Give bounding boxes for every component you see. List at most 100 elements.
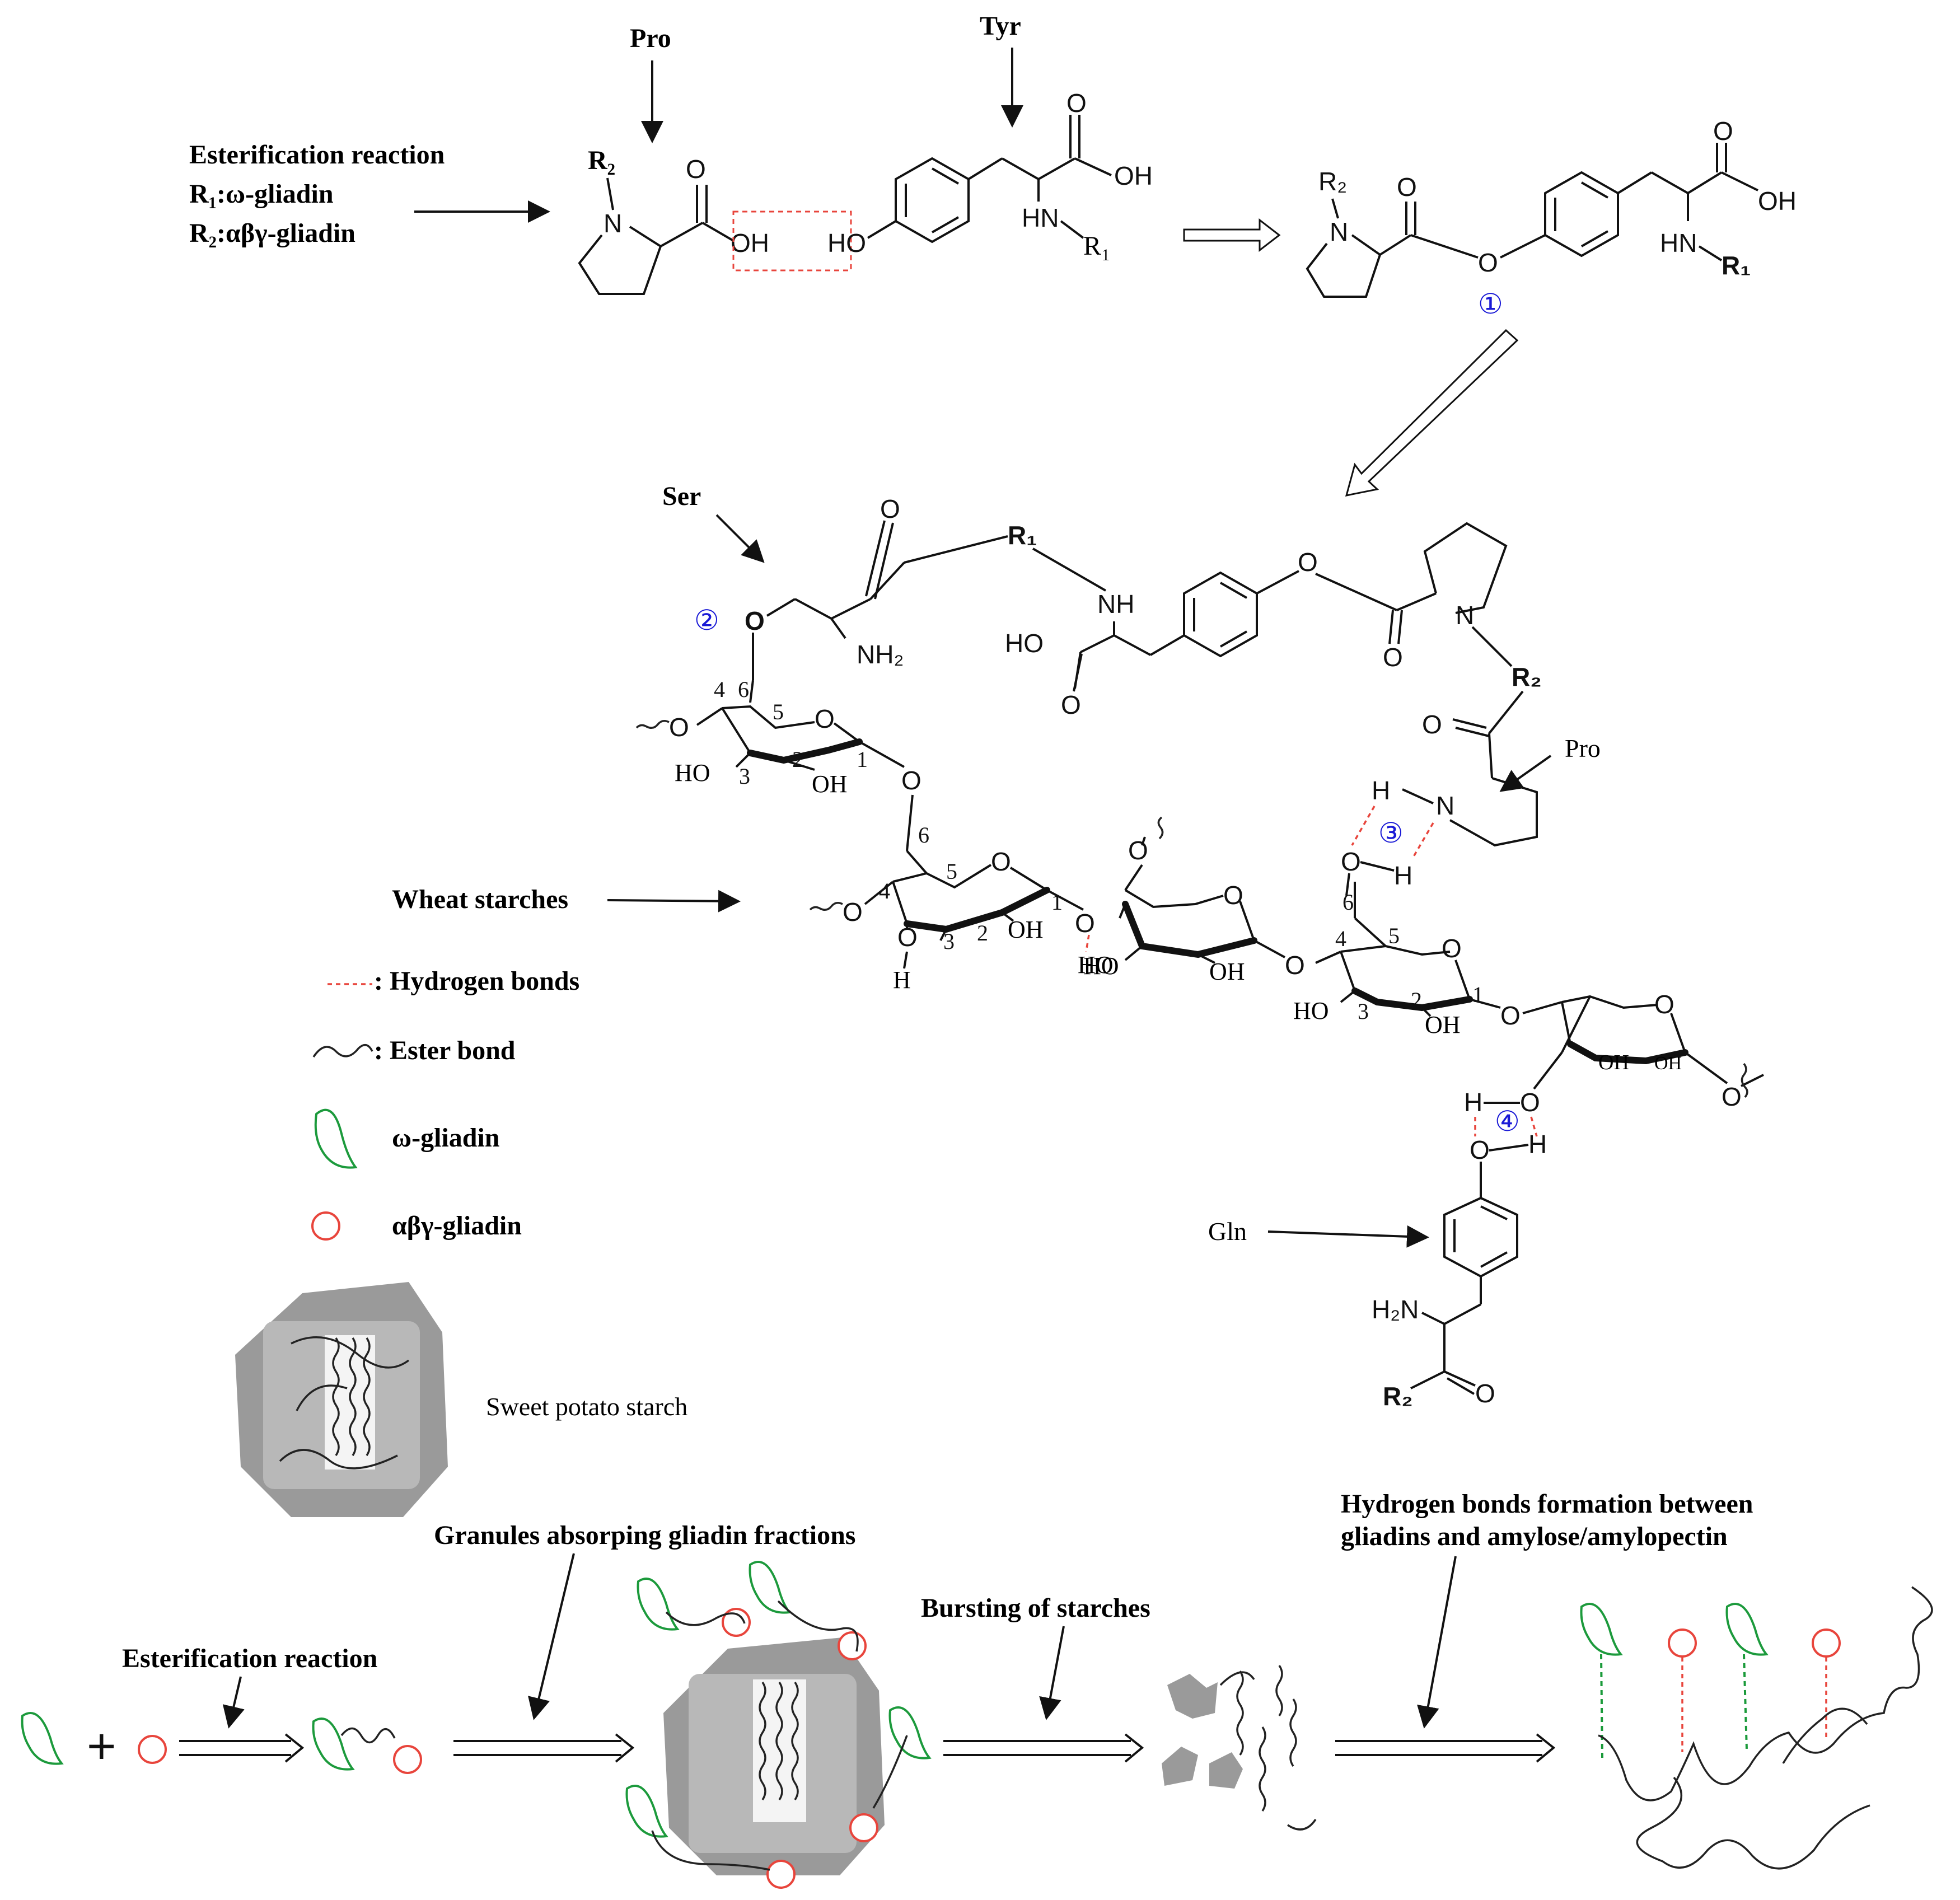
pro-carbonyl-o: O (686, 155, 706, 184)
site-marker-4: ④ (1495, 1105, 1520, 1138)
burst-fragment-2 (1162, 1747, 1198, 1786)
network-r2: R₂ (1512, 662, 1542, 691)
h4-o-bottom: O (1470, 1135, 1490, 1164)
legend-ester-bond: : Ester bond (374, 1036, 516, 1065)
legend-wheat-starches: Wheat starches (392, 885, 568, 914)
ring-a-6: 6 (738, 677, 749, 702)
process-abg-1 (138, 1735, 167, 1764)
network-pro-o: O (1383, 643, 1403, 672)
legend-abg-gliadin: αβγ-gliadin (392, 1211, 522, 1241)
glucose-unit-d: 6 O 4 5 1 2 3 HO OH O (1293, 882, 1521, 1038)
process-double-arrow-4 (1335, 1740, 1542, 1756)
ring-b-oh: OH (1008, 916, 1044, 943)
ring-a-5: 5 (773, 699, 784, 724)
process-step-hbonds: Hydrogen bonds formation between gliadin… (1335, 1489, 1933, 1870)
prod-r2: R₂ (1318, 167, 1347, 196)
pro-top-label: Pro (630, 24, 671, 53)
ser-nh2: NH₂ (857, 640, 904, 669)
condensation-box (732, 210, 852, 272)
ring-b-6: 6 (918, 822, 929, 848)
legend-hydrogen-bonds: : Hydrogen bonds (374, 966, 579, 996)
process-step-granules: Granules absorping gliadin fractions (434, 1520, 932, 1889)
ring-e-oh-2: OH (1654, 1053, 1682, 1074)
h3-o: O (1341, 847, 1361, 876)
ring-a-3: 3 (739, 764, 750, 789)
granule-abg-1 (722, 1608, 751, 1637)
glucose-unit-a: 6 4 5 O 1 2 3 O HO OH O (635, 677, 921, 851)
network-r1: R₁ (1008, 521, 1037, 550)
ring-c-oh: OH (1209, 958, 1245, 985)
glucose-unit-e: O OH OH O (1522, 990, 1764, 1111)
network-nh: NH (1097, 589, 1134, 619)
pro-r2-atom: R₂ (588, 146, 615, 175)
ser-o: O (745, 606, 765, 635)
ring-d-3: 3 (1358, 999, 1369, 1024)
ring-d-5: 5 (1388, 923, 1400, 948)
ring-b-o: O (991, 847, 1011, 876)
h4-o-top: O (1520, 1088, 1540, 1117)
product-arrow (1183, 218, 1281, 252)
tyr-hn: HN (1022, 203, 1059, 232)
gln-o: O (1475, 1379, 1495, 1408)
process-step-esterification: Esterification reaction + (21, 1644, 422, 1775)
granule-omega-4 (625, 1785, 668, 1838)
h3-h: H (1394, 861, 1412, 890)
prod-n: N (1330, 217, 1348, 246)
glutamine-residue: Gln H₂N R₂ O (1208, 1196, 1518, 1411)
ring-b-4: 4 (879, 878, 890, 904)
process-ester-arrow (222, 1676, 245, 1729)
r2-definition: R₂:αβγ-gliadin (189, 218, 355, 248)
gln-r2: R₂ (1383, 1382, 1413, 1411)
ring-a-1: 1 (857, 747, 868, 772)
process-granules-arrow (528, 1553, 575, 1720)
pro-n-atom: N (604, 209, 622, 238)
ring-b-o3: O (897, 923, 918, 952)
glucose-unit-b: 6 5 O 4 1 2 3 O O H OH O HO (809, 822, 1114, 994)
network-acid-o: O (1061, 690, 1081, 719)
pro-right-arrow (1499, 755, 1552, 792)
ring-d-2: 2 (1411, 988, 1422, 1013)
ring-a-oh: OH (812, 770, 848, 798)
ring-b-o4: O (843, 897, 863, 926)
prod-carbonyl-o: O (1397, 172, 1417, 202)
process-omega-2 (312, 1718, 355, 1771)
ser-arrow (715, 514, 765, 563)
process-plus: + (87, 1719, 116, 1775)
hbond-site-3: ③ O H (1341, 806, 1434, 896)
prod-hn: HN (1660, 228, 1697, 258)
ring-d-oh: OH (1425, 1011, 1461, 1038)
sweet-potato-label: Sweet potato starch (486, 1392, 687, 1421)
tyr-carbonyl-o: O (1066, 88, 1087, 118)
ring-a-link-o: O (901, 766, 921, 795)
burst-fragment-1 (1167, 1674, 1218, 1719)
serine-linkage: Ser ② O O R₁ NH₂ (662, 481, 1037, 680)
ser-carbonyl-o: O (880, 494, 900, 523)
pro-oh: OH (731, 228, 769, 258)
ring-e-oh-1: OH (1598, 1051, 1629, 1074)
ring-a-2: 2 (792, 747, 803, 772)
granule-omega-3 (888, 1706, 932, 1759)
wheat-arrow (607, 890, 741, 912)
burst-fragment-3 (1209, 1752, 1243, 1789)
hbond-site-4: H O ④ O H (1464, 1088, 1547, 1198)
ring-b-3: 3 (943, 929, 955, 954)
final-abg-2 (1812, 1628, 1841, 1658)
pro-right-label: Pro (1565, 734, 1601, 762)
process-double-arrow-3 (943, 1740, 1131, 1756)
prod-acid-o: O (1713, 116, 1733, 146)
ring-c-link-o: O (1285, 951, 1305, 980)
tyr-r1: R₁ (1083, 231, 1111, 261)
network-pro-n: N (1456, 601, 1474, 630)
granule-omega-1 (637, 1578, 680, 1631)
tyr-cooh: OH (1114, 161, 1153, 190)
ring-a-o4: O (669, 713, 689, 742)
site-marker-2: ② (694, 604, 719, 637)
ring-b-5: 5 (946, 859, 957, 884)
final-abg-1 (1668, 1628, 1697, 1658)
diagonal-arrow (1345, 329, 1519, 497)
network-pro2-n: N (1436, 791, 1454, 820)
ring-c-o: O (1223, 881, 1243, 910)
ring-b-h: H (893, 966, 911, 994)
final-omega-2 (1725, 1603, 1769, 1656)
